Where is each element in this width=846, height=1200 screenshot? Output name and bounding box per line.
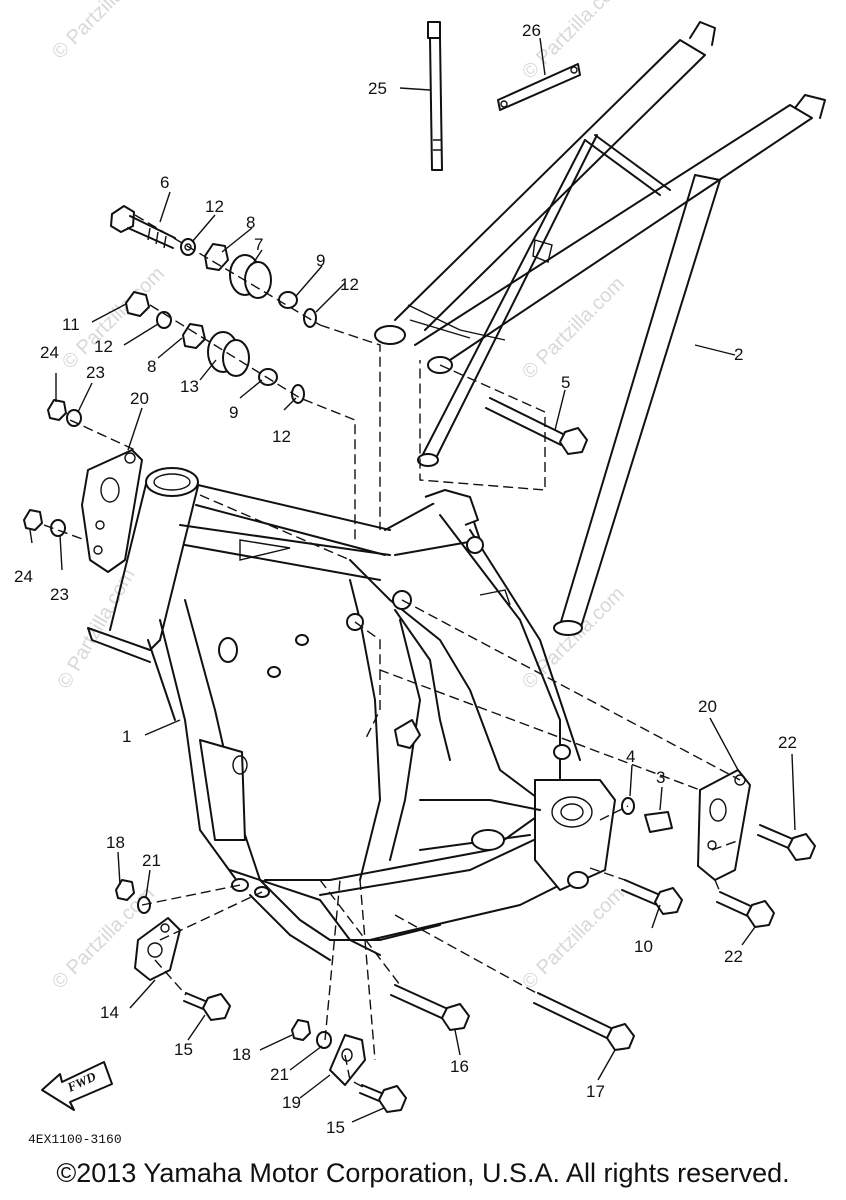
main-frame	[87, 467, 616, 961]
watermark: © Partzilla.com	[48, 0, 159, 64]
callout-17: 17	[586, 1082, 605, 1101]
callout-9: 9	[316, 251, 325, 270]
callout-8: 8	[147, 357, 156, 376]
callout-22: 22	[724, 947, 743, 966]
callout-20: 20	[698, 697, 717, 716]
callout-19: 19	[282, 1093, 301, 1112]
callout-24: 24	[40, 343, 59, 362]
leader-lines	[29, 37, 796, 1123]
watermark: © Partzilla.com	[518, 273, 629, 384]
callout-8: 8	[246, 213, 255, 232]
forward-arrow-icon: FWD	[41, 1061, 113, 1111]
callout-15: 15	[326, 1118, 345, 1137]
callout-3: 3	[656, 768, 665, 787]
callout-12: 12	[340, 275, 359, 294]
engine-bracket-left	[81, 449, 143, 573]
assembly-lines	[43, 214, 741, 1089]
callout-2: 2	[734, 345, 743, 364]
callout-12: 12	[94, 337, 113, 356]
battery-strap	[427, 21, 443, 171]
callout-7: 7	[254, 235, 263, 254]
callout-21: 21	[270, 1065, 289, 1084]
rear-subframe	[374, 21, 826, 636]
callout-24: 24	[14, 567, 33, 586]
callout-13: 13	[180, 377, 199, 396]
watermark: © Partzilla.com	[53, 565, 139, 693]
callout-4: 4	[626, 747, 635, 766]
callout-23: 23	[50, 585, 69, 604]
engine-mount-hardware	[23, 205, 317, 537]
callout-18: 18	[232, 1045, 251, 1064]
copyright-notice: ©2013 Yamaha Motor Corporation, U.S.A. A…	[56, 1158, 790, 1188]
callout-12: 12	[272, 427, 291, 446]
callout-1: 1	[122, 727, 131, 746]
bracket-26	[497, 63, 581, 111]
watermark: © Partzilla.com	[518, 883, 629, 994]
callout-11: 11	[62, 315, 80, 334]
callout-25: 25	[368, 79, 387, 98]
callout-5: 5	[561, 373, 570, 392]
diagram-code: 4EX1100-3160	[28, 1132, 122, 1147]
callout-9: 9	[229, 403, 238, 422]
callout-6: 6	[160, 173, 169, 192]
callout-18: 18	[106, 833, 125, 852]
callout-26: 26	[522, 21, 541, 40]
callout-21: 21	[142, 851, 161, 870]
callout-16: 16	[450, 1057, 469, 1076]
callout-23: 23	[86, 363, 105, 382]
callout-12: 12	[205, 197, 224, 216]
callout-20: 20	[130, 389, 149, 408]
callout-22: 22	[778, 733, 797, 752]
callout-numbers: 1 2 3 4 5 6 7 8 8 9 9 10 11 12 12 12 12 …	[14, 21, 797, 1137]
callout-14: 14	[100, 1003, 119, 1022]
callout-15: 15	[174, 1040, 193, 1059]
watermark: © Partzilla.com	[518, 583, 629, 694]
callout-10: 10	[634, 937, 653, 956]
